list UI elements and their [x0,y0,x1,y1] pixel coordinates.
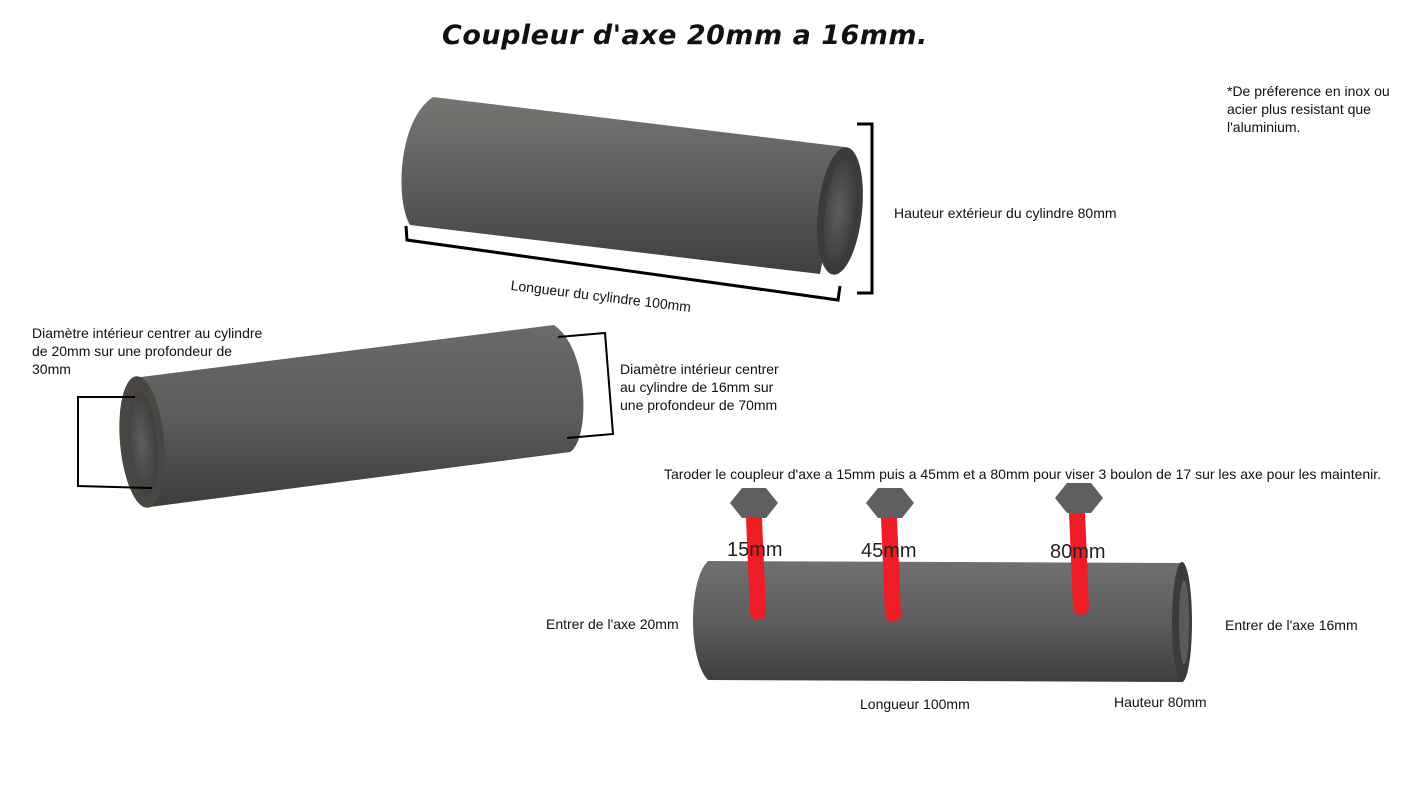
left-entry-label: Entrer de l'axe 20mm [546,616,679,632]
bolt-position-label: 45mm [861,540,917,562]
right-entry-label: Entrer de l'axe 16mm [1225,617,1358,633]
page-title: Coupleur d'axe 20mm a 16mm. [442,20,928,51]
dimension-lines-top [404,122,874,302]
bottom-height-label: Hauteur 80mm [1114,694,1207,710]
right-bore-label: Diamètre intérieur centrer au cylindre d… [620,361,779,413]
dimension-lines-middle [77,331,615,489]
cylinder-middle [119,325,584,508]
top-height-label: Hauteur extérieur du cylindre 80mm [894,205,1117,221]
material-note: *De préference en inox ou acier plus res… [1227,83,1390,135]
bottom-length-label: Longueur 100mm [860,696,970,712]
bolt-position-label: 80mm [1050,541,1106,563]
tapping-instruction: Taroder le coupleur d'axe a 15mm puis a … [664,466,1382,482]
cylinder-top [401,97,863,275]
bolt-3 [1055,483,1103,615]
bolt-1 [730,488,778,620]
cylinder-bottom [693,561,1192,682]
left-bore-label: Diamètre intérieur centrer au cylindre d… [32,325,263,377]
bolt-position-label: 15mm [727,539,783,561]
bolt-2 [866,488,914,622]
